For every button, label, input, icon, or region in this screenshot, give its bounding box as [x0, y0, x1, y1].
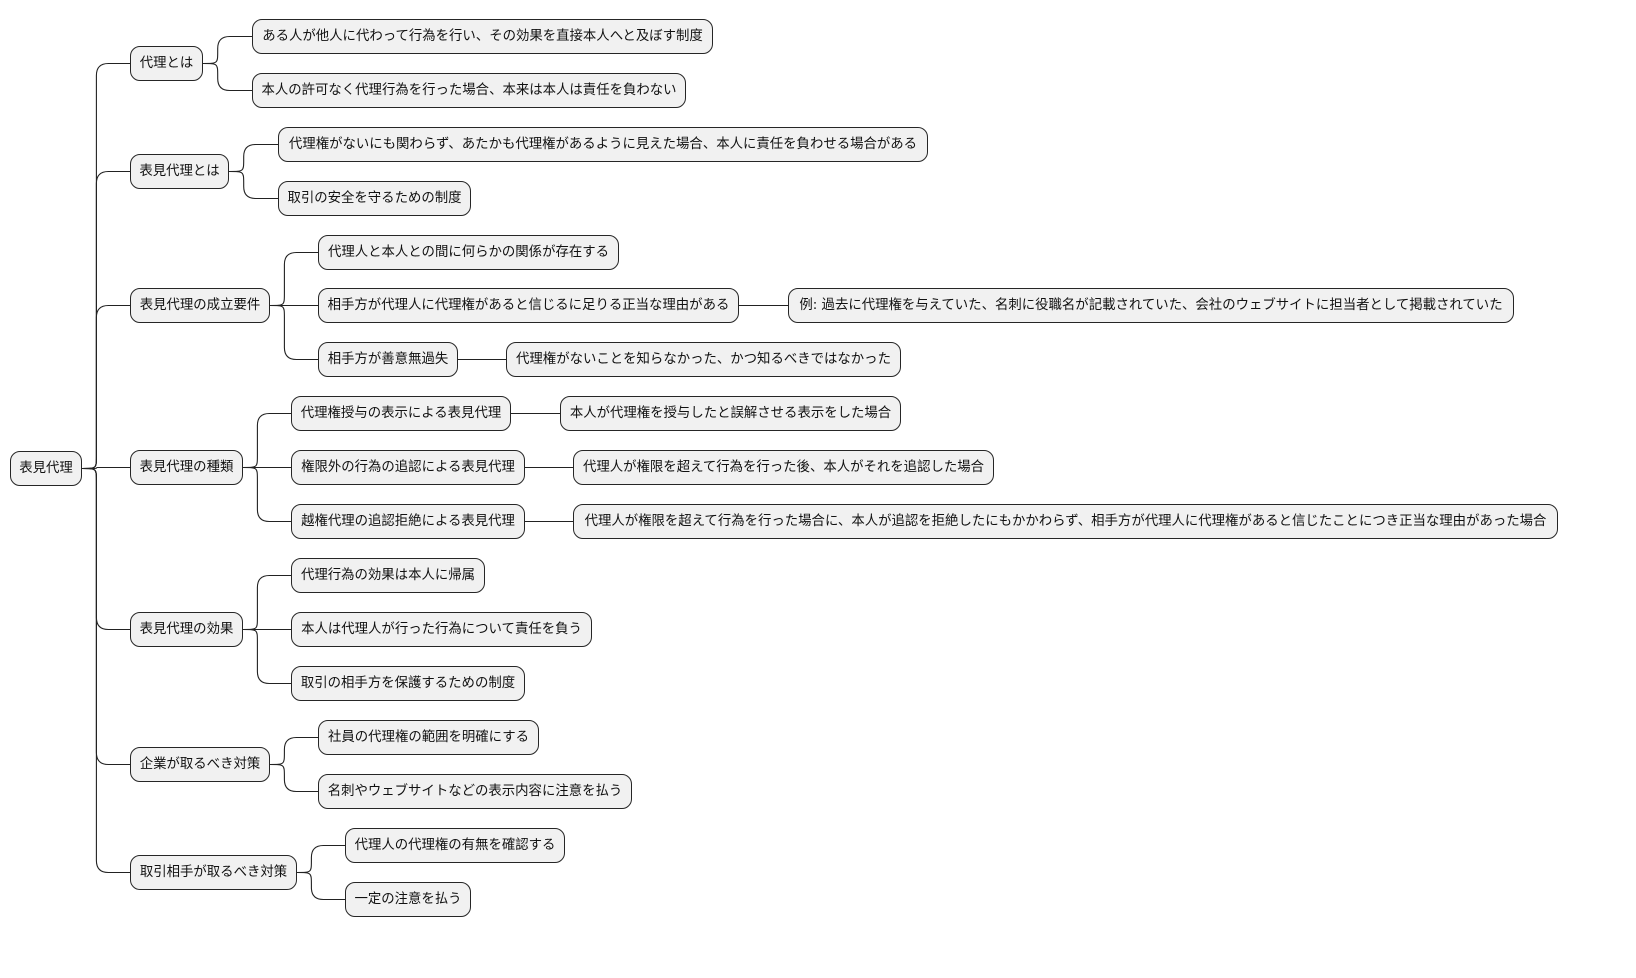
- leaf-node: 相手方が善意無過失: [318, 342, 458, 377]
- topic-node: 代理とは: [130, 46, 203, 81]
- leaf-node: 本人は代理人が行った行為について責任を負う: [291, 612, 592, 647]
- connector-line: [81, 170, 130, 470]
- connector-line: [269, 736, 318, 766]
- connector-line: [81, 466, 130, 470]
- topic-node: 表見代理の成立要件: [130, 288, 270, 323]
- leaf-node: 代理人が権限を超えて行為を行った後、本人がそれを追認した場合: [573, 450, 994, 485]
- connector-line: [296, 871, 345, 901]
- leaf-node: 社員の代理権の範囲を明確にする: [318, 720, 539, 755]
- connector-line: [202, 62, 252, 92]
- leaf-node: 本人が代理権を授与したと誤解させる表示をした場合: [560, 396, 901, 431]
- topic-node: 企業が取るべき対策: [130, 747, 270, 782]
- connector-line: [81, 304, 130, 470]
- connector-line: [269, 763, 318, 793]
- leaf-node: 代理権がないにも関わらず、あたかも代理権があるように見えた場合、本人に責任を負わ…: [278, 127, 928, 162]
- connector-line: [269, 304, 318, 361]
- root-node: 表見代理: [10, 451, 82, 486]
- leaf-node: 越権代理の追認拒絶による表見代理: [291, 504, 525, 539]
- connector-line: [296, 844, 345, 874]
- leaf-node: 取引の安全を守るための制度: [278, 181, 471, 216]
- connector-line: [242, 628, 291, 685]
- leaf-node: 一定の注意を払う: [345, 882, 471, 917]
- leaf-node: 代理権授与の表示による表見代理: [291, 396, 511, 431]
- connector-line: [242, 412, 291, 469]
- leaf-node: 相手方が代理人に代理権があると信じるに足りる正当な理由がある: [318, 288, 739, 323]
- leaf-node: 本人の許可なく代理行為を行った場合、本来は本人は責任を負わない: [252, 73, 686, 108]
- topic-node: 表見代理の種類: [130, 450, 243, 485]
- connector-line: [228, 170, 278, 200]
- connector-line: [81, 467, 130, 766]
- leaf-node: 代理人が権限を超えて行為を行った場合に、本人が追認を拒絶したにもかかわらず、相手…: [573, 504, 1558, 539]
- topic-node: 取引相手が取るべき対策: [130, 855, 297, 890]
- leaf-node: 代理人と本人との間に何らかの関係が存在する: [318, 235, 619, 270]
- leaf-node: 例: 過去に代理権を与えていた、名刺に役職名が記載されていた、会社のウェブサイト…: [788, 288, 1514, 323]
- connector-line: [269, 251, 318, 307]
- leaf-node: 代理行為の効果は本人に帰属: [291, 558, 485, 593]
- leaf-node: 取引の相手方を保護するための制度: [291, 666, 525, 701]
- leaf-node: 権限外の行為の追認による表見代理: [291, 450, 525, 485]
- connector-line: [228, 143, 278, 173]
- connector-line: [81, 467, 130, 874]
- leaf-node: 名刺やウェブサイトなどの表示内容に注意を払う: [318, 774, 632, 809]
- connector-line: [242, 574, 291, 631]
- leaf-node: ある人が他人に代わって行為を行い、その効果を直接本人へと及ぼす制度: [252, 19, 713, 54]
- leaf-node: 代理権がないことを知らなかった、かつ知るべきではなかった: [506, 342, 901, 377]
- connector-line: [81, 62, 130, 470]
- connector-line: [81, 467, 130, 631]
- connector-line: [202, 35, 252, 65]
- leaf-node: 代理人の代理権の有無を確認する: [345, 828, 565, 863]
- connector-line: [242, 466, 291, 523]
- topic-node: 表見代理とは: [130, 154, 229, 189]
- topic-node: 表見代理の効果: [130, 612, 243, 647]
